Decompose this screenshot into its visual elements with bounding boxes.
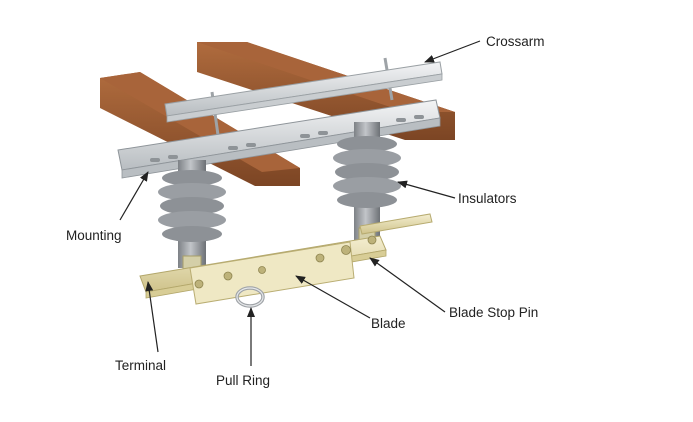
label-insulators: Insulators [458,191,517,206]
crossarm-channel-upper [164,61,443,123]
terminal-right-plate [359,213,433,235]
arrow-terminal [145,281,159,353]
label-mounting: Mounting [66,228,122,243]
label-crossarm: Crossarm [486,34,545,49]
label-blade-stop-pin: Blade Stop Pin [449,305,538,320]
arrow-blade [295,275,371,319]
pull-ring [235,286,265,308]
insulator-right [333,122,401,245]
arrow-blade-stop-pin [369,257,446,313]
insulator-left [158,160,226,271]
label-blade: Blade [371,316,406,331]
label-pull-ring: Pull Ring [216,373,270,388]
arrow-mounting [119,171,149,221]
arrow-crossarm [424,40,481,63]
blade-assembly [139,235,387,305]
arrow-insulators [397,180,456,199]
leader-arrows [119,40,481,366]
label-terminal: Terminal [115,358,166,373]
